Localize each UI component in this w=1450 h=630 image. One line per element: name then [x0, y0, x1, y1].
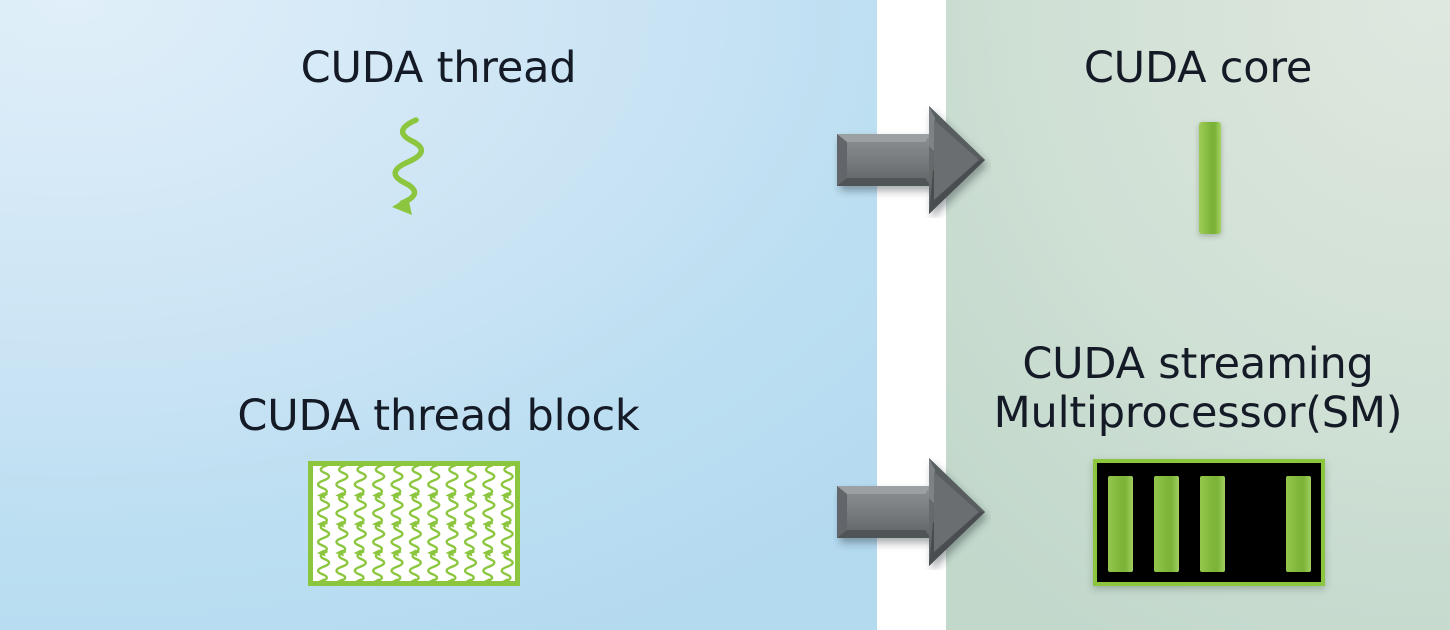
thread-squiggle	[389, 550, 404, 581]
label-cuda-streaming-multiprocessor: CUDA streaming Multiprocessor(SM)	[946, 340, 1450, 437]
sm-core-array-icon	[1093, 459, 1325, 586]
sm-core-bar	[1154, 476, 1179, 572]
thread-squiggle	[499, 550, 514, 581]
thread-squiggle	[352, 550, 367, 581]
thread-squiggle	[444, 550, 459, 581]
thread-squiggle	[425, 550, 441, 581]
right-arrow-3d-icon	[837, 458, 985, 566]
green-vertical-bar-icon	[1199, 122, 1221, 234]
sm-core-bar	[1286, 476, 1311, 572]
label-cuda-thread-block: CUDA thread block	[237, 391, 640, 441]
label-cuda-core: CUDA core	[1083, 43, 1313, 93]
thread-squiggle	[315, 550, 331, 581]
thread-squiggle	[370, 550, 386, 581]
green-squiggle-arrow-icon	[392, 117, 424, 215]
sm-core-bar	[1200, 476, 1225, 572]
label-cuda-thread: CUDA thread	[300, 43, 577, 93]
right-arrow-3d-icon	[837, 106, 985, 214]
thread-squiggle	[407, 550, 423, 581]
label-sm-line2: Multiprocessor(SM)	[993, 387, 1403, 438]
thread-squiggle	[462, 550, 478, 581]
label-sm-line1: CUDA streaming	[1022, 339, 1374, 389]
thread-block-grid-icon	[308, 461, 520, 586]
thread-block-rows	[315, 466, 514, 581]
sm-core-bar	[1108, 476, 1133, 572]
thread-squiggle	[481, 550, 496, 581]
thread-block-squiggle-grid	[315, 466, 514, 581]
thread-squiggle	[334, 550, 349, 581]
